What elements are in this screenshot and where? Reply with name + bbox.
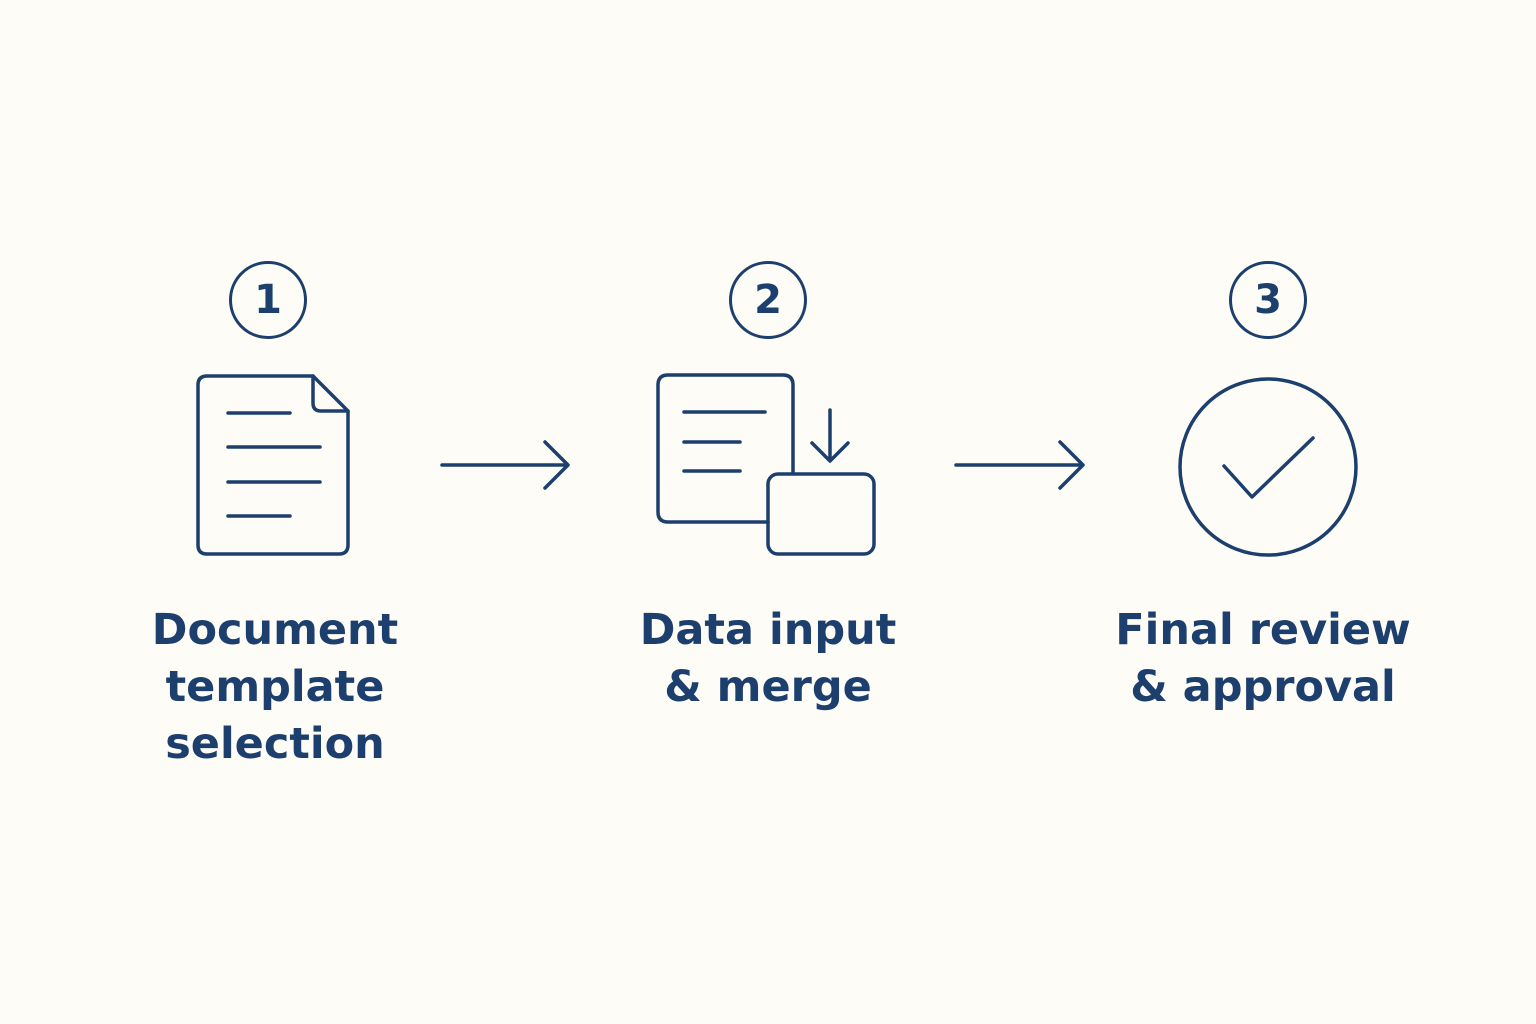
step-1-label-line: template	[165, 662, 385, 712]
step-3-number: 3	[1254, 277, 1282, 323]
step-2-label: Data input & merge	[578, 602, 958, 716]
step-3-label: Final review & approval	[1073, 602, 1453, 716]
step-2-number: 2	[754, 277, 782, 323]
step-1-number-badge: 1	[229, 261, 307, 339]
step-2-label-line: & merge	[664, 662, 872, 712]
step-2-number-badge: 2	[729, 261, 807, 339]
arrow-right-icon	[440, 440, 570, 490]
step-3-label-line: Final review	[1115, 605, 1411, 655]
step-1-number: 1	[254, 277, 282, 323]
document-icon	[196, 374, 350, 556]
step-1-label-line: selection	[165, 719, 385, 769]
check-circle-icon	[1178, 377, 1358, 557]
step-1-label: Document template selection	[85, 602, 465, 773]
data-merge-icon	[656, 373, 876, 556]
step-3-number-badge: 3	[1229, 261, 1307, 339]
step-3-label-line: & approval	[1130, 662, 1396, 712]
step-1-label-line: Document	[151, 605, 399, 655]
step-2-label-line: Data input	[639, 605, 897, 655]
arrow-right-icon	[954, 440, 1085, 490]
